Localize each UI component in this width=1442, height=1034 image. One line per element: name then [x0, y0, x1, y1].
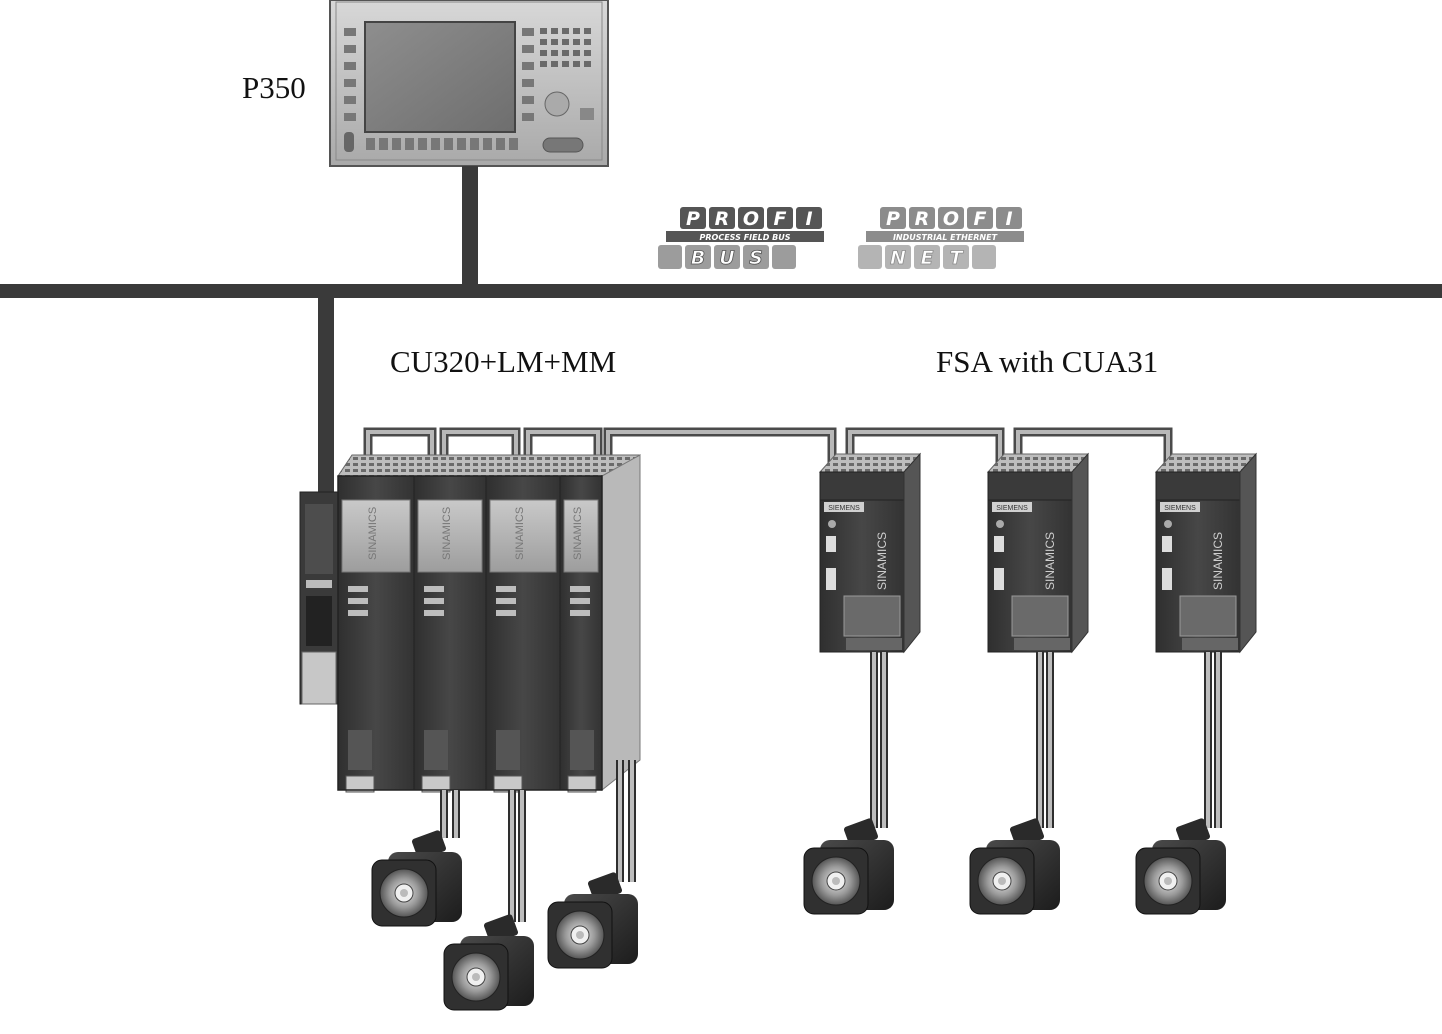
- cua31-adapter: [819, 471, 905, 503]
- logo-letter: F: [774, 208, 787, 230]
- p350-drop-line: [462, 166, 478, 288]
- status-led-icon: [1164, 520, 1172, 528]
- sinamics-label: SINAMICS: [441, 507, 453, 560]
- cu320-drop-line: [318, 296, 334, 494]
- servo-motor-icon: [803, 818, 894, 915]
- servo-motor-icon: [1135, 818, 1226, 915]
- logo-letter: P: [886, 208, 900, 230]
- logo-letter: S: [749, 247, 763, 269]
- drive-module: SINAMICS: [337, 475, 415, 793]
- servo-motor-icon: [443, 914, 534, 1011]
- logo-letter: E: [921, 247, 934, 269]
- panel-screen: [364, 21, 516, 133]
- p350-label: P350: [242, 70, 306, 105]
- logo-letter: R: [915, 208, 930, 230]
- drive-cliq-cables: [363, 427, 1173, 472]
- logo-letter: T: [950, 247, 965, 269]
- rating-plate: [843, 595, 901, 637]
- siemens-label: SIEMENS: [828, 505, 860, 512]
- logo-subtitle: INDUSTRIAL ETHERNET: [893, 233, 998, 242]
- nav-cross-icon: [544, 91, 570, 117]
- fsa-power-module: SIEMENS SINAMICS: [818, 452, 922, 654]
- drive-module: SINAMICS: [559, 475, 603, 793]
- logo-letter: U: [719, 247, 735, 269]
- status-led-icon: [996, 520, 1004, 528]
- servo-motor-icon: [547, 872, 638, 969]
- logo-letter: N: [890, 247, 906, 269]
- logo-letter: O: [943, 208, 959, 230]
- rating-plate: [1179, 595, 1237, 637]
- sinamics-label: SINAMICS: [572, 507, 584, 560]
- cu320-group-label: CU320+LM+MM: [390, 344, 617, 379]
- drive-module: SINAMICS: [485, 475, 561, 793]
- fsa-group-label: FSA with CUA31: [936, 344, 1159, 379]
- fieldbus-line: [0, 284, 1442, 298]
- siemens-label: SIEMENS: [1164, 505, 1196, 512]
- sinamics-label: SINAMICS: [367, 507, 379, 560]
- logo-letter: I: [1005, 208, 1012, 230]
- status-led-icon: [828, 520, 836, 528]
- fsa-power-module: SIEMENS SINAMICS: [986, 452, 1090, 654]
- sinamics-label: SINAMICS: [875, 532, 889, 590]
- cua31-adapter: [987, 471, 1073, 503]
- logo-letter: P: [686, 208, 700, 230]
- cua31-adapter: [1155, 471, 1241, 503]
- sinamics-label: SINAMICS: [1211, 532, 1225, 590]
- logo-letter: O: [743, 208, 759, 230]
- servo-motor-icon: [371, 830, 462, 927]
- p350-panel-pc: [329, 0, 609, 167]
- sinamics-label: SINAMICS: [1043, 532, 1057, 590]
- logo-letter: B: [691, 247, 705, 269]
- motor-cables: [440, 652, 1222, 922]
- cu320-drive-group: SINAMICS SINAMICS SINAMICS SINAMICS: [299, 454, 641, 793]
- logo-subtitle: PROCESS FIELD BUS: [700, 233, 791, 242]
- logo-letter: I: [805, 208, 812, 230]
- fsa-power-module: SIEMENS SINAMICS: [1154, 452, 1258, 654]
- sinamics-label: SINAMICS: [514, 507, 526, 560]
- drive-module: SINAMICS: [413, 475, 487, 793]
- siemens-label: SIEMENS: [996, 505, 1028, 512]
- rating-plate: [1011, 595, 1069, 637]
- servo-motor-icon: [969, 818, 1060, 915]
- logo-letter: R: [715, 208, 730, 230]
- logo-letter: F: [974, 208, 987, 230]
